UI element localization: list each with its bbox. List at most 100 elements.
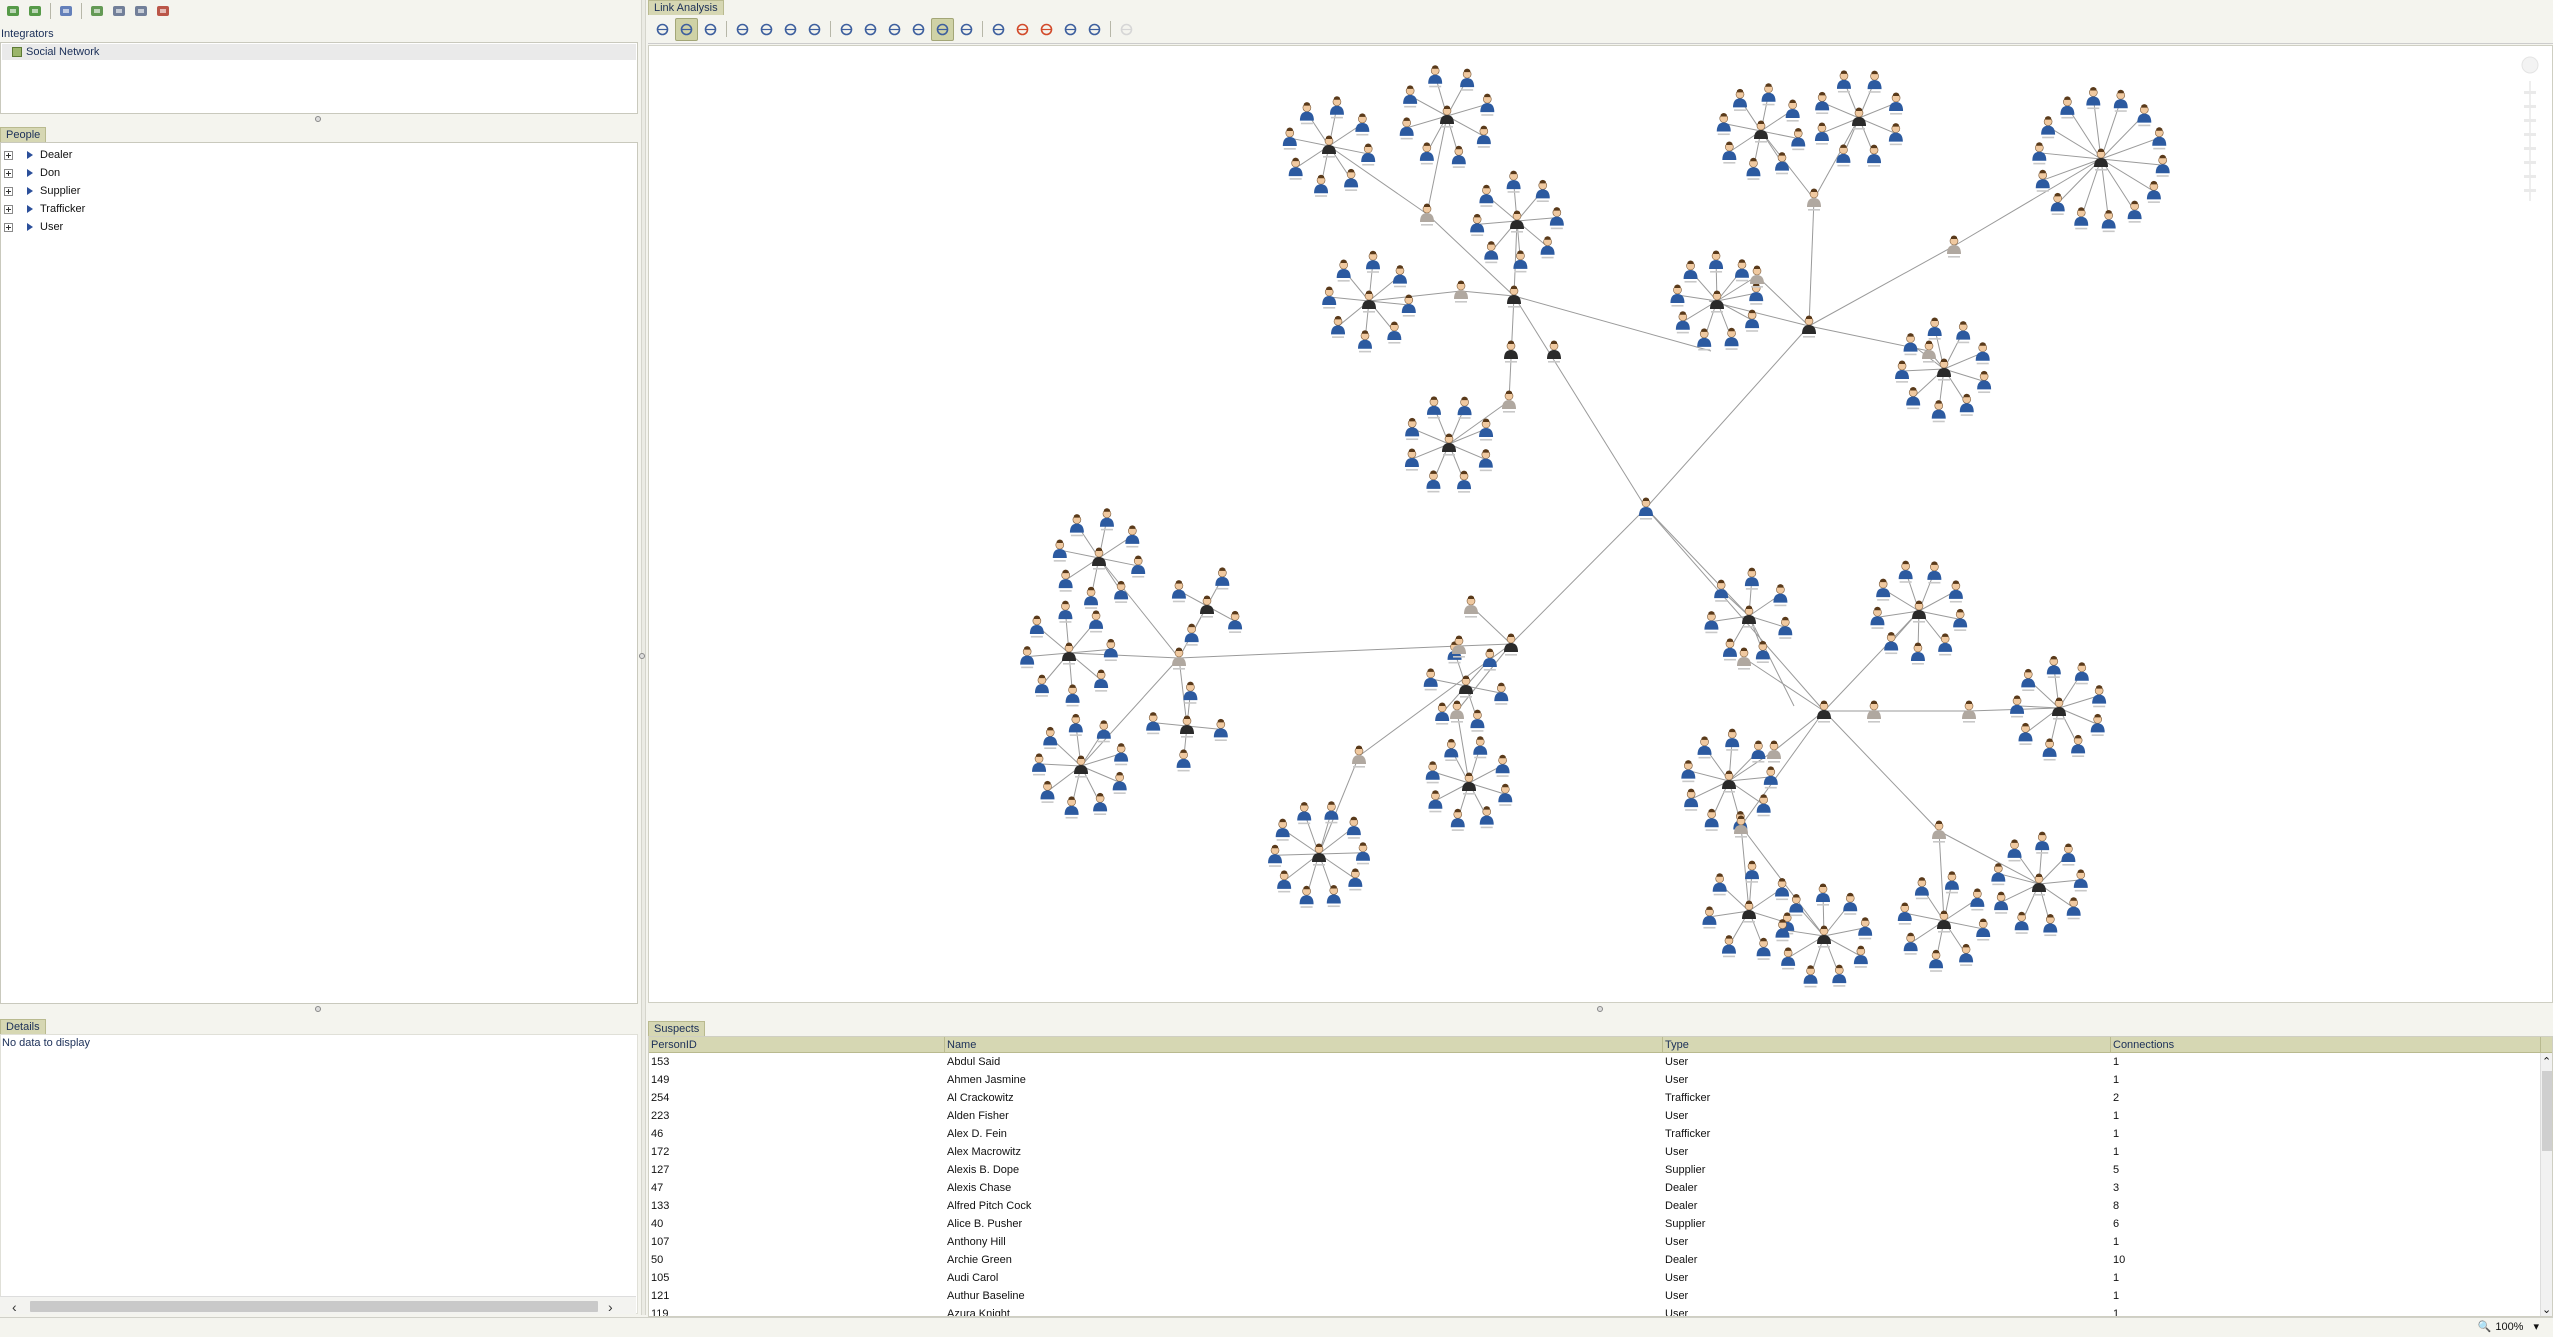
user-node[interactable] <box>1745 860 1760 883</box>
user-node[interactable] <box>1314 174 1329 197</box>
user-node[interactable] <box>1959 943 1974 966</box>
user-node[interactable] <box>1712 873 1727 896</box>
user-node[interactable] <box>1681 760 1696 783</box>
splitter-handle[interactable] <box>639 653 645 659</box>
user-node[interactable] <box>1479 184 1494 207</box>
user-node[interactable] <box>2061 843 2076 866</box>
user-node[interactable] <box>1697 736 1712 759</box>
expand-icon[interactable] <box>4 168 13 178</box>
user-node[interactable] <box>1331 315 1346 338</box>
user-node[interactable] <box>1399 117 1414 140</box>
scroll-thumb[interactable] <box>30 1301 598 1312</box>
tree-item-don[interactable]: Don <box>1 164 637 182</box>
chevron-down-icon[interactable]: ⌄ <box>2542 1304 2552 1316</box>
user-node[interactable] <box>1473 736 1488 759</box>
user-node[interactable] <box>1365 250 1380 273</box>
supplier-node[interactable] <box>1737 647 1751 670</box>
user-node[interactable] <box>1953 608 1968 631</box>
user-node[interactable] <box>1064 796 1079 819</box>
user-node[interactable] <box>1725 728 1740 751</box>
details-hscrollbar[interactable]: ‹ › <box>0 1296 636 1315</box>
dealer-node[interactable] <box>1180 715 1194 738</box>
user-node[interactable] <box>1944 871 1959 894</box>
user-node[interactable] <box>1404 448 1419 471</box>
user-node[interactable] <box>1714 579 1729 602</box>
user-node[interactable] <box>1722 141 1737 164</box>
dealer-node[interactable] <box>1852 107 1866 130</box>
user-node[interactable] <box>1346 816 1361 839</box>
chevron-down-icon[interactable]: ▾ <box>2533 1321 2539 1333</box>
tree-item-dealer[interactable]: Dealer <box>1 146 637 164</box>
supplier-node[interactable] <box>1450 700 1464 723</box>
user-node[interactable] <box>1702 906 1717 929</box>
dealer-node[interactable] <box>1362 290 1376 313</box>
user-node[interactable] <box>1495 754 1510 777</box>
dealer-node[interactable] <box>1504 340 1518 363</box>
user-node[interactable] <box>1478 449 1493 472</box>
user-node[interactable] <box>1401 294 1416 317</box>
user-node[interactable] <box>1684 788 1699 811</box>
user-node[interactable] <box>1914 877 1929 900</box>
supplier-node[interactable] <box>1420 203 1434 226</box>
user-node[interactable] <box>1068 713 1083 736</box>
user-node[interactable] <box>2073 869 2088 892</box>
chevron-right-icon[interactable]: › <box>608 1299 613 1315</box>
user-node[interactable] <box>1322 286 1337 309</box>
user-node[interactable] <box>1326 884 1341 908</box>
user-node[interactable] <box>1683 260 1698 283</box>
chevron-up-icon[interactable]: ⌃ <box>2542 1056 2552 1068</box>
user-node[interactable] <box>1956 321 1971 344</box>
link-analysis-graph[interactable] <box>648 45 2553 1003</box>
user-node[interactable] <box>1889 92 1904 115</box>
user-node[interactable] <box>1423 668 1438 691</box>
user-node[interactable] <box>2014 911 2029 934</box>
layout-button[interactable] <box>651 18 674 41</box>
dealer-node[interactable] <box>1912 600 1926 623</box>
user-node[interactable] <box>1457 396 1472 419</box>
user-node[interactable] <box>1043 726 1058 749</box>
tree-item-supplier[interactable]: Supplier <box>1 182 637 200</box>
user-node[interactable] <box>2152 127 2167 150</box>
user-node[interactable] <box>1392 265 1407 288</box>
user-node[interactable] <box>1058 600 1073 623</box>
scroll-thumb[interactable] <box>2542 1071 2552 1151</box>
user-node[interactable] <box>1734 259 1749 282</box>
disabled-button[interactable] <box>1115 18 1138 41</box>
user-node[interactable] <box>2086 86 2101 110</box>
zoom-fit-button[interactable] <box>803 18 826 41</box>
tree-item-user[interactable]: User <box>1 218 637 236</box>
pan-button[interactable] <box>699 18 722 41</box>
redo-button[interactable] <box>25 1 45 21</box>
user-node[interactable] <box>2127 200 2142 223</box>
user-node[interactable] <box>1763 766 1778 789</box>
user-node[interactable] <box>1460 68 1475 91</box>
user-node[interactable] <box>1426 470 1441 493</box>
user-node[interactable] <box>2007 839 2022 862</box>
splitter-handle[interactable] <box>315 1006 321 1012</box>
expand-icon[interactable] <box>4 186 13 196</box>
user-node[interactable] <box>1336 259 1351 282</box>
column-header[interactable]: PersonID <box>649 1037 945 1053</box>
user-node[interactable] <box>1513 250 1528 273</box>
tab-suspects[interactable]: Suspects <box>648 1021 706 1036</box>
move-button[interactable] <box>1059 18 1082 41</box>
user-node[interactable] <box>1697 328 1712 351</box>
user-node[interactable] <box>1906 387 1921 410</box>
user-node[interactable] <box>1814 122 1829 145</box>
select-button[interactable] <box>675 17 698 41</box>
user-node[interactable] <box>1761 83 1776 106</box>
user-node[interactable] <box>1975 342 1990 365</box>
cluster-button[interactable] <box>955 18 978 41</box>
user-node[interactable] <box>2066 897 2081 920</box>
user-node[interactable] <box>1480 93 1495 116</box>
user-node[interactable] <box>1722 638 1737 661</box>
splitter-handle[interactable] <box>315 116 321 122</box>
user-node[interactable] <box>1213 718 1228 741</box>
user-node[interactable] <box>1428 65 1443 88</box>
user-node[interactable] <box>1484 241 1499 264</box>
dealer-node[interactable] <box>1817 700 1831 723</box>
supplier-node[interactable] <box>1807 188 1821 211</box>
dealer-node[interactable] <box>1459 675 1473 698</box>
